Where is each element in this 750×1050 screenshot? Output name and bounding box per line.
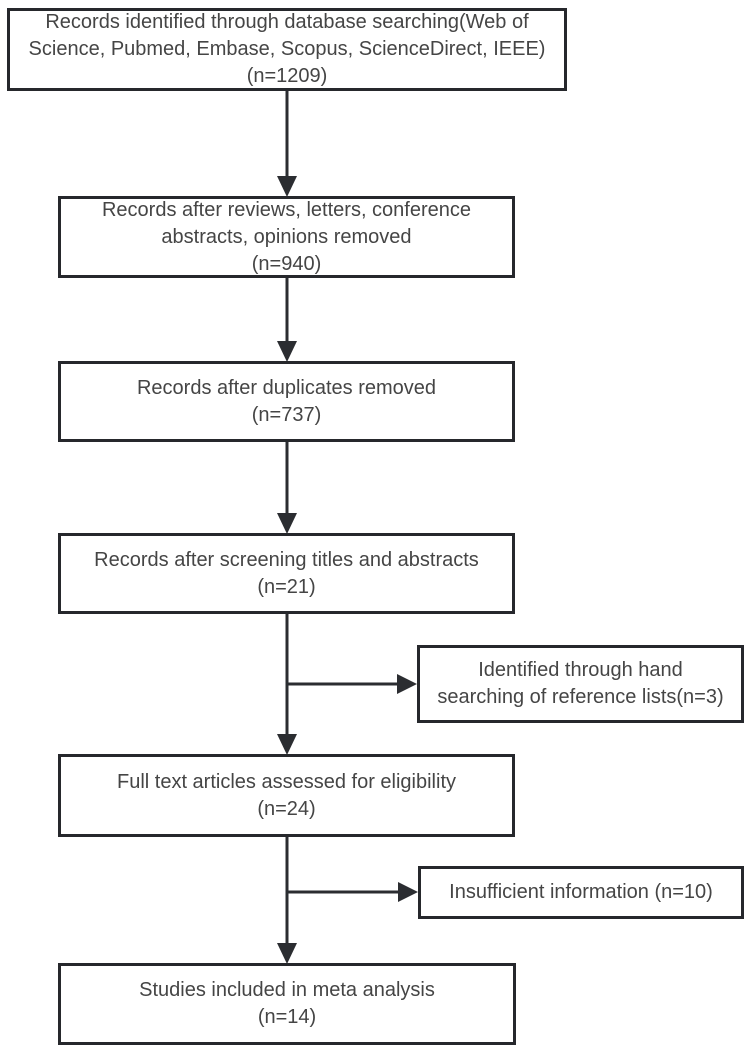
box-text-line: Identified through hand <box>478 659 683 681</box>
box-text-line: Full text articles assessed for eligibil… <box>116 770 456 793</box>
box-text-line: (n=21) <box>257 575 316 598</box>
arrow-full-text-to-included <box>277 836 297 964</box>
box-text-line: (n=940) <box>251 252 322 275</box>
arrow-branch-to-hand-searching <box>287 674 417 694</box>
box-text-line: (n=14) <box>257 1006 317 1028</box>
arrow-screening-to-full-text <box>277 613 297 755</box>
flow-box-records-after-screening: Records after screening titles and abstr… <box>58 533 515 614</box>
box-text-line: Science, Pubmed, Embase, Scopus, Science… <box>28 38 546 60</box>
arrow-branch-to-insufficient-information <box>287 882 418 902</box>
box-text-line: (n=737) <box>251 403 322 426</box>
box-text-line: Records after reviews, letters, conferen… <box>101 198 472 221</box>
flow-box-records-after-duplicates-removed: Records after duplicates removed (n=737) <box>58 361 515 442</box>
flow-box-hand-searching: Identified through hand searching of ref… <box>417 645 744 723</box>
box-text-line: Studies included in meta analysis <box>139 979 435 1001</box>
box-text-line: Records after screening titles and abstr… <box>94 548 479 571</box>
flow-box-full-text-assessed: Full text articles assessed for eligibil… <box>58 754 515 837</box>
arrow-duplicates-removed-to-screening <box>277 441 297 534</box>
box-text-line: Insufficient information (n=10) <box>449 881 713 903</box>
box-text-line: (n=1209) <box>246 65 328 87</box>
arrow-identified-to-reviews-removed <box>277 91 297 197</box>
box-text-line: searching of reference lists(n=3) <box>437 686 724 708</box>
box-text-line: abstracts, opinions removed <box>161 225 412 248</box>
box-text-line: (n=24) <box>257 797 316 820</box>
box-text-line: Records identified through database sear… <box>45 11 529 33</box>
flow-box-records-after-reviews-removed: Records after reviews, letters, conferen… <box>58 196 515 278</box>
flow-box-studies-included: Studies included in meta analysis (n=14) <box>58 963 516 1045</box>
flow-box-records-identified: Records identified through database sear… <box>7 8 567 91</box>
arrow-reviews-removed-to-duplicates-removed <box>277 278 297 362</box>
box-text-line: Records after duplicates removed <box>136 376 437 399</box>
flow-box-insufficient-information: Insufficient information (n=10) <box>418 866 744 919</box>
